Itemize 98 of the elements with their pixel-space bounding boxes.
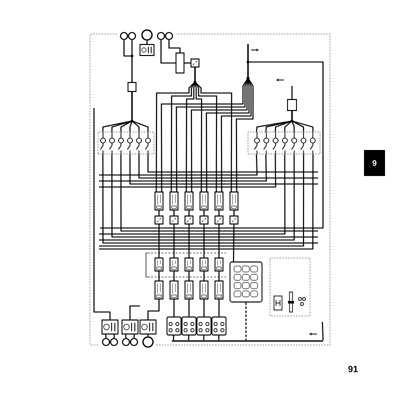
- connector-line: [173, 224, 175, 258]
- connector-line: [203, 271, 205, 281]
- jack-socket: [142, 336, 154, 348]
- jack-socket: [102, 338, 110, 346]
- switch-box: [102, 320, 118, 334]
- connector-line: [291, 86, 293, 100]
- knob-box: [200, 216, 208, 224]
- module-box: [154, 258, 164, 272]
- connector-line: [188, 335, 190, 340]
- module-box: [200, 192, 208, 210]
- connector-line: [188, 210, 190, 216]
- connector-line: [172, 335, 174, 340]
- quad-box: [212, 316, 226, 336]
- connector-line: [233, 210, 235, 216]
- module-box: [184, 280, 194, 300]
- connector-line: [188, 271, 190, 281]
- connector-line: [134, 334, 135, 338]
- switch-box: [140, 44, 154, 56]
- connector-line: [158, 210, 160, 216]
- connector-line: [236, 44, 254, 192]
- module-box: [230, 192, 238, 210]
- jack-socket: [110, 338, 118, 346]
- connector-line: [158, 271, 160, 281]
- connector-line: [146, 40, 148, 44]
- connector-line: [99, 154, 276, 188]
- connector-line: [99, 154, 258, 176]
- connector-line: [125, 334, 126, 338]
- block-box: [176, 52, 184, 74]
- connector-line: [173, 271, 175, 281]
- connector-line: [93, 108, 111, 320]
- connector-line: [173, 299, 175, 317]
- connector-line: [105, 334, 106, 338]
- connector-line: [114, 334, 115, 338]
- module-box: [154, 192, 164, 210]
- jack-socket: [141, 29, 153, 41]
- block-box: [128, 82, 136, 92]
- connector-line: [218, 210, 220, 216]
- connector-line: [232, 224, 234, 262]
- module-box: [170, 280, 178, 300]
- connector-line: [147, 154, 318, 173]
- jack-socket: [156, 32, 166, 40]
- connector-line: [184, 62, 191, 64]
- module-box: [184, 258, 194, 272]
- connector-line: [322, 322, 324, 340]
- connector-line: [131, 92, 149, 132]
- jack-socket: [122, 338, 130, 346]
- connector-line: [203, 224, 205, 258]
- chapter-tab: 9: [364, 150, 385, 176]
- connector-line: [147, 334, 149, 336]
- connector-line: [194, 67, 232, 192]
- connector-line: [173, 210, 175, 216]
- connector-line: [218, 224, 220, 258]
- connector-line: [218, 271, 220, 281]
- connector-line: [203, 335, 204, 340]
- connector-line: [129, 305, 140, 320]
- connector-line: [168, 40, 181, 53]
- module-box: [170, 258, 178, 272]
- connector-line: [99, 154, 267, 182]
- knob-box: [214, 216, 224, 224]
- connector-line: [160, 40, 176, 64]
- page-number: 91: [348, 366, 358, 372]
- connector-line: [203, 299, 205, 317]
- jack-socket: [128, 32, 136, 40]
- module-box: [214, 258, 224, 272]
- jack-socket: [130, 338, 138, 346]
- connector-line: [131, 40, 133, 82]
- connector-line: [188, 299, 190, 317]
- connector-line: [138, 154, 318, 179]
- switch-box: [122, 320, 138, 334]
- module-box: [184, 192, 194, 210]
- knob-box: [230, 216, 238, 224]
- block-box: [287, 99, 297, 111]
- module-box: [170, 192, 178, 210]
- module-box: [200, 280, 208, 300]
- knob-box: [190, 58, 200, 68]
- knob-box: [154, 216, 164, 224]
- quad-box: [196, 316, 212, 336]
- quad-box: [166, 316, 182, 336]
- keypad-box: [230, 262, 262, 302]
- connector-line: [203, 210, 205, 216]
- switch-box: [140, 320, 156, 334]
- knob-box: [170, 216, 178, 224]
- dashed-line: [245, 302, 247, 340]
- jack-socket: [120, 32, 128, 40]
- connector-line: [158, 224, 160, 258]
- module-box: [214, 280, 224, 300]
- knob-box: [184, 216, 194, 224]
- connector-line: [218, 335, 220, 340]
- connector-line: [218, 299, 220, 317]
- connector-line: [129, 154, 318, 185]
- module-box: [200, 258, 208, 272]
- module-box: [154, 280, 164, 300]
- connector-line: [188, 224, 190, 258]
- connector-line: [147, 299, 160, 320]
- jack-socket: [164, 32, 174, 40]
- module-box: [214, 192, 224, 210]
- quad-box: [182, 316, 196, 336]
- connector-line: [291, 110, 314, 132]
